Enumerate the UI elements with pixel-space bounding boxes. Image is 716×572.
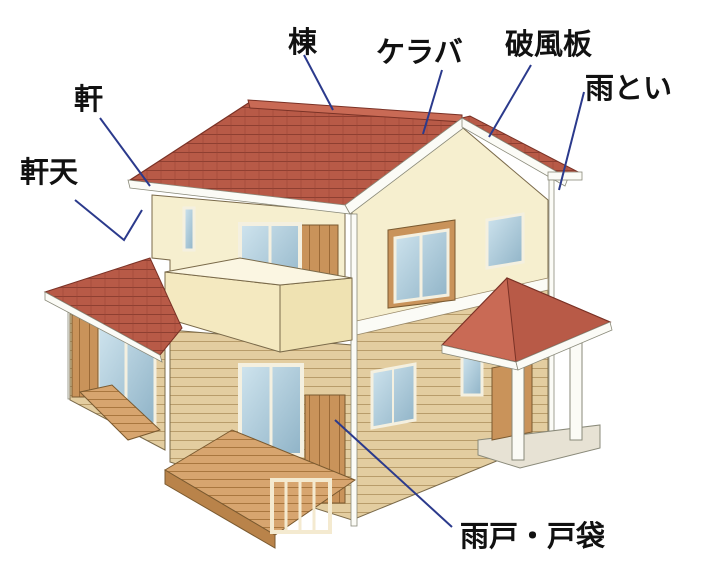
side-deck (78, 384, 161, 441)
deck-railing (270, 478, 332, 534)
leader-soffit (74, 199, 143, 242)
downspout-center (350, 213, 358, 527)
label-eaves: 軒 (74, 82, 104, 116)
label-soffit: 軒天 (20, 155, 79, 189)
gable-window (485, 212, 525, 270)
lower-wing-wood (71, 314, 99, 398)
label-barge-board: 破風板 (505, 27, 593, 61)
label-gutter: 雨とい (585, 71, 673, 105)
balcony-top (164, 257, 353, 286)
leader-verge (422, 69, 443, 135)
leader-lines (74, 54, 585, 528)
porch-column-right (569, 339, 583, 441)
leader-ridge (303, 54, 334, 111)
leader-gutter (558, 91, 585, 191)
barge-board-right (461, 117, 569, 187)
balcony-side (279, 277, 353, 353)
leader-barge-board (488, 64, 532, 138)
small-window (182, 206, 196, 252)
leader-eaves (99, 117, 151, 187)
label-ridge: 棟 (288, 25, 318, 59)
right-gutter (547, 171, 583, 181)
leader-storm-shutter (334, 419, 453, 528)
label-storm-shutter: 雨戸・戸袋 (460, 519, 606, 553)
eaves-gutter (127, 179, 351, 215)
label-verge: ケラバ (376, 35, 463, 69)
